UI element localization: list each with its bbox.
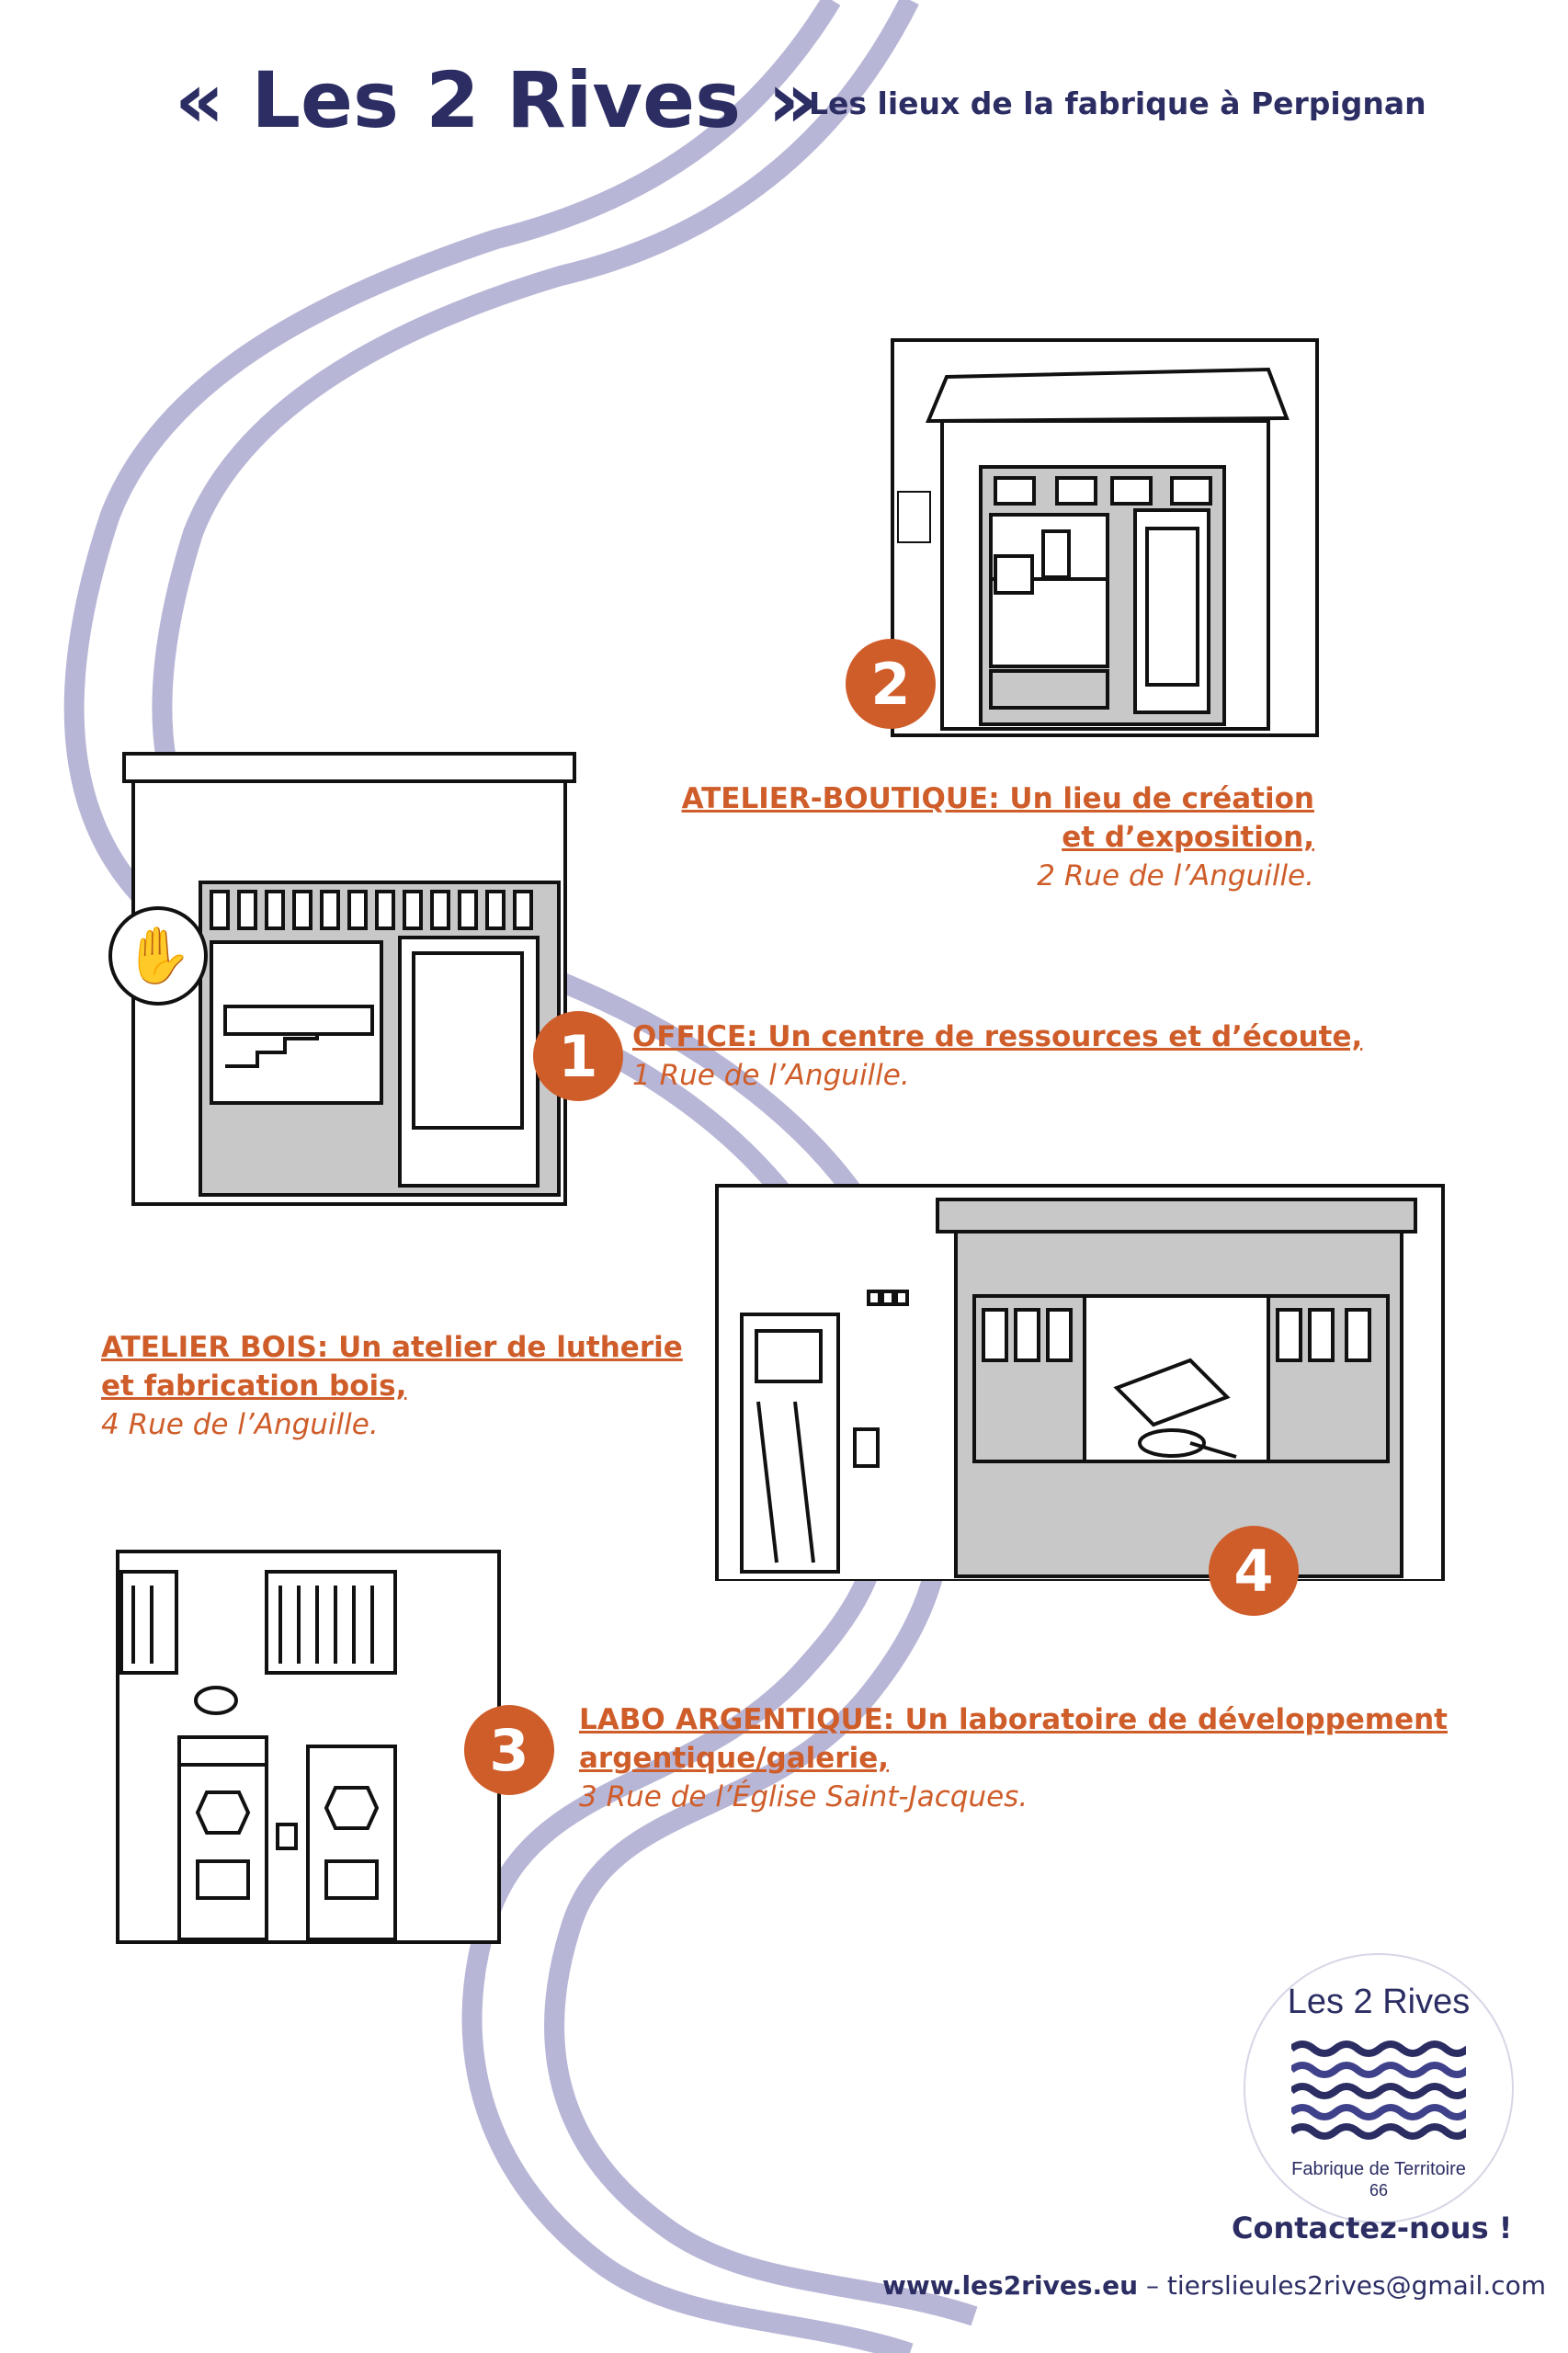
place-4-badge: 4 <box>1209 1526 1299 1616</box>
logo-number: 66 <box>1369 2181 1389 2200</box>
building-1-sketch: ✋ <box>108 752 576 1206</box>
footer-contact-line: www.les2rives.eu – tierslieules2rives@gm… <box>882 2270 1546 2301</box>
place-1-label: OFFICE: Un centre de ressources et d’éco… <box>632 1017 1368 1095</box>
building-2-sketch <box>891 338 1319 737</box>
website-link[interactable]: www.les2rives.eu <box>882 2270 1139 2301</box>
building-3-sketch <box>116 1550 501 1944</box>
place-1-address: 1 Rue de l’Anguille. <box>632 1059 910 1092</box>
page-subtitle: Les lieux de la fabrique à Perpignan <box>809 85 1426 121</box>
page-title: « Les 2 Rives » <box>175 55 818 145</box>
les-2-rives-logo: Les 2 Rives Fabrique de Territoire 66 <box>1244 1953 1514 2223</box>
contact-cta: Contactez-nous ! <box>1232 2211 1513 2245</box>
place-2-heading-line1: ATELIER-BOUTIQUE: Un lieu de création <box>681 782 1314 815</box>
waves-icon <box>1291 2040 1466 2140</box>
place-4-heading: ATELIER BOIS: Un atelier de lutherie et … <box>101 1331 683 1403</box>
place-2-badge: 2 <box>846 639 936 729</box>
place-4-label: ATELIER BOIS: Un atelier de lutherie et … <box>101 1328 689 1444</box>
logo-name: Les 2 Rives <box>1287 1983 1471 2021</box>
building-4-sketch <box>715 1184 1445 1581</box>
email-link[interactable]: tierslieules2rives@gmail.com <box>1166 2270 1547 2301</box>
footer-separator: – <box>1138 2270 1167 2301</box>
place-3-address: 3 Rue de l’Église Saint-Jacques. <box>579 1780 1028 1813</box>
logo-tagline: Fabrique de Territoire <box>1291 2159 1466 2179</box>
place-2-label: ATELIER-BOUTIQUE: Un lieu de création et… <box>662 779 1314 895</box>
svg-text:✋: ✋ <box>124 924 193 988</box>
place-1-heading: OFFICE: Un centre de ressources et d’éco… <box>632 1020 1363 1053</box>
place-4-address: 4 Rue de l’Anguille. <box>101 1408 379 1441</box>
place-3-heading: LABO ARGENTIQUE: Un laboratoire de dével… <box>579 1703 1448 1775</box>
place-3-badge: 3 <box>464 1705 554 1795</box>
place-3-label: LABO ARGENTIQUE: Un laboratoire de dével… <box>579 1700 1448 1816</box>
place-2-heading-line2: et d’exposition, <box>1062 821 1314 854</box>
place-1-badge: 1 <box>533 1011 623 1101</box>
place-2-address: 2 Rue de l’Anguille. <box>1037 859 1314 892</box>
